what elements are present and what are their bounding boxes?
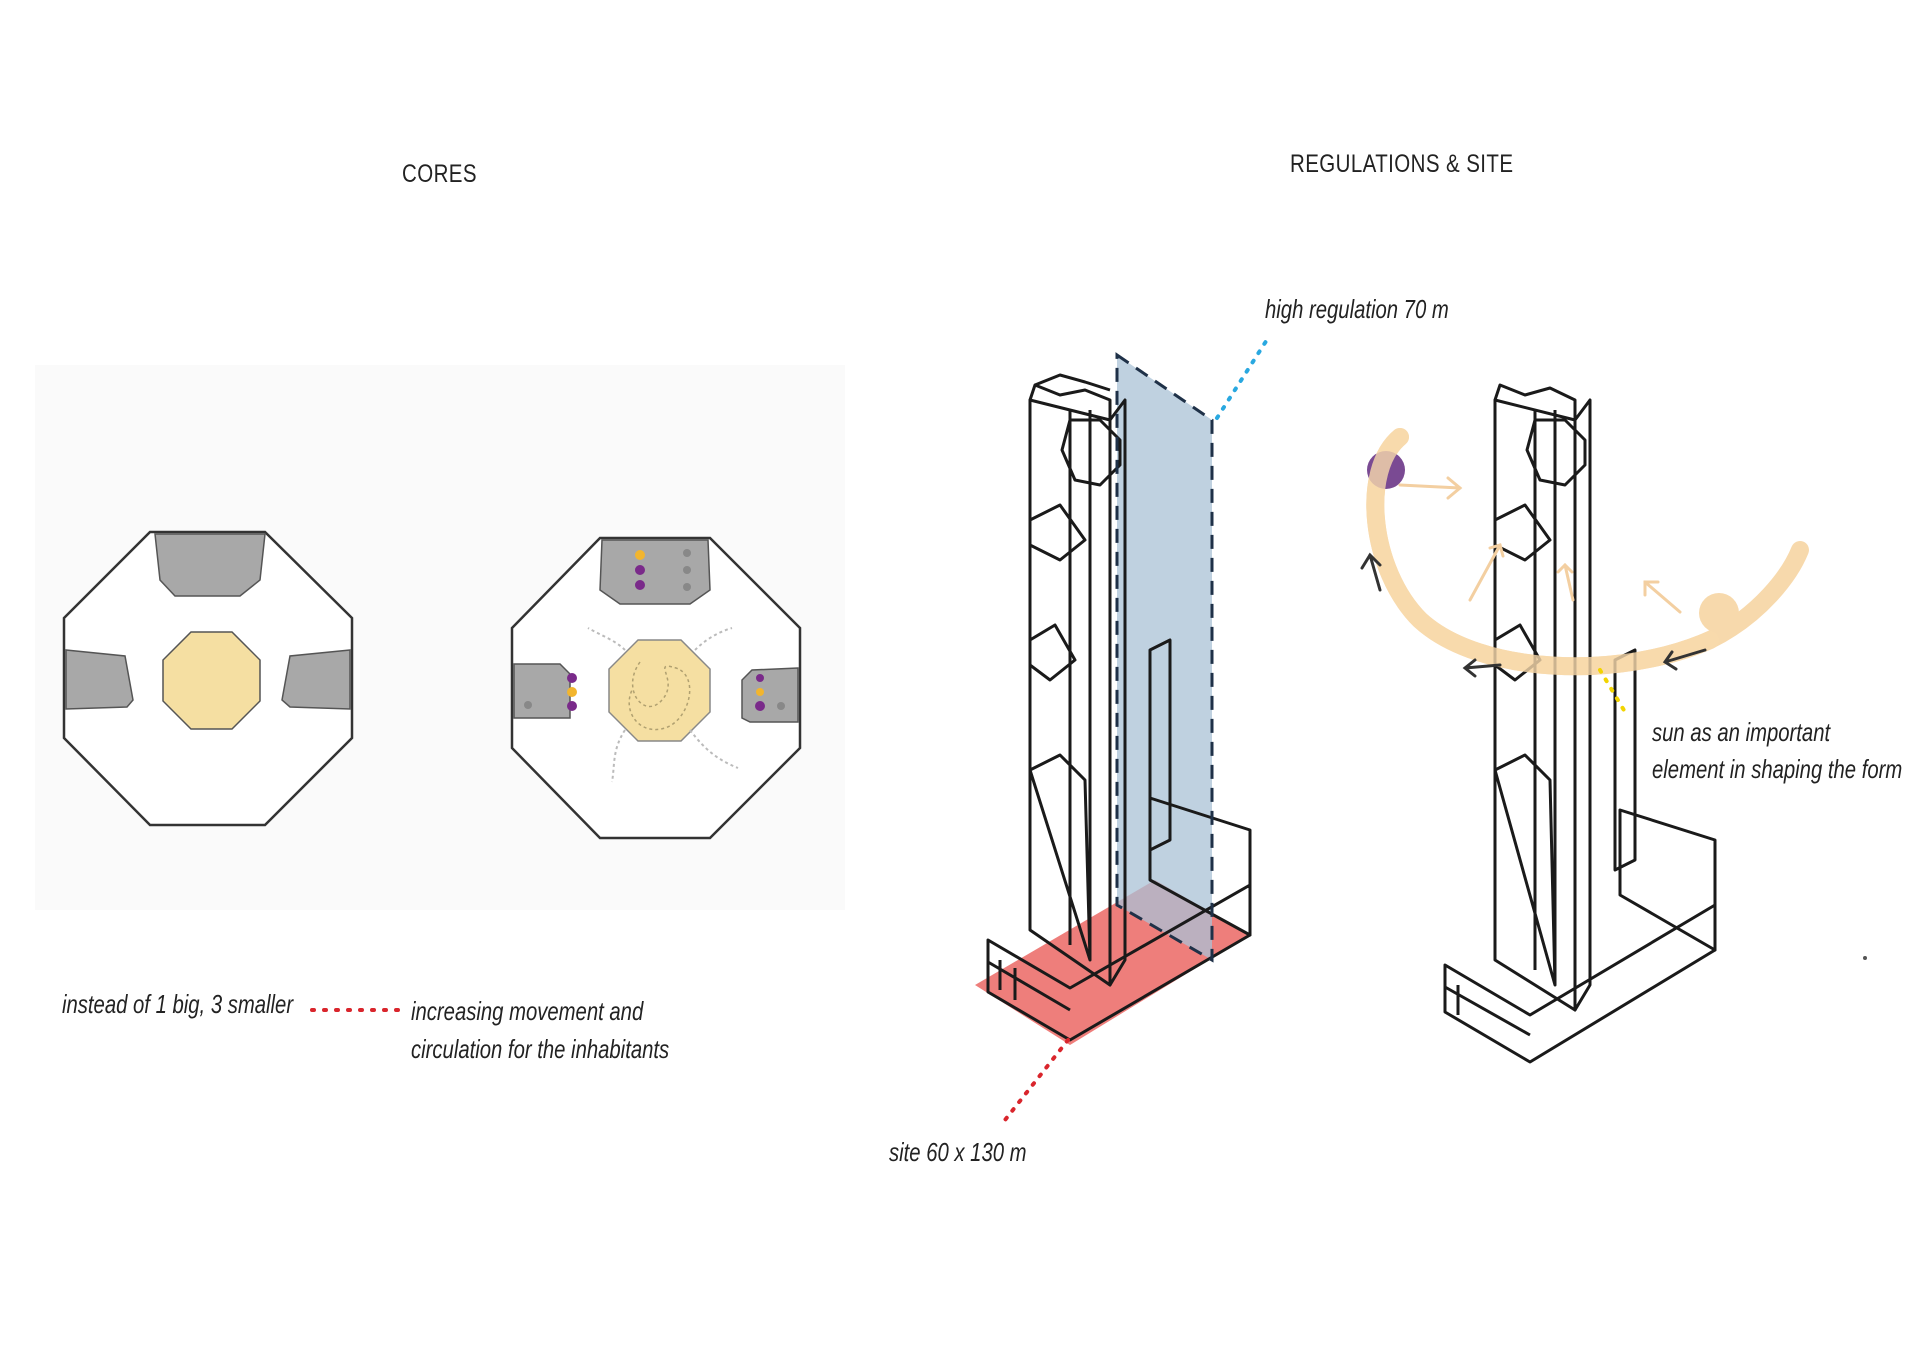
stair-dot [683, 566, 691, 574]
stray-mark [1863, 956, 1867, 960]
core-top-1 [154, 533, 266, 597]
elevator-dot [567, 687, 577, 697]
elevator-dot [635, 550, 645, 560]
regulations-heading: REGULATIONS & SITE [1290, 150, 1514, 178]
tower-2-outline [1443, 383, 1717, 1064]
elevator-dot [567, 701, 577, 711]
elevator-dot [755, 701, 765, 711]
instead-annotation: instead of 1 big, 3 smaller [62, 989, 294, 1019]
elevator-dot [756, 688, 764, 696]
stair-dot [777, 702, 785, 710]
core-plan-triple [510, 536, 802, 840]
elevator-dot [635, 565, 645, 575]
tower-1-outline [986, 373, 1252, 1042]
sun-position-marker [1699, 593, 1739, 633]
elevator-dot [635, 580, 645, 590]
regulation-plane-outline [1115, 352, 1214, 963]
core-top-2 [599, 539, 711, 605]
tower-sun [1360, 383, 1809, 1064]
sun-leader-line [1598, 668, 1627, 714]
elevator-dot [567, 673, 577, 683]
core-plan-single [62, 530, 354, 827]
tower-regulation [975, 333, 1272, 1122]
central-core-2 [608, 639, 711, 742]
sun-path-front [1366, 428, 1719, 676]
regulation-leader-line [1215, 333, 1272, 420]
elevator-dot [756, 674, 764, 682]
high-regulation-annotation: high regulation 70 m [1265, 294, 1449, 324]
circulation-swirl [628, 661, 691, 731]
regulation-plane [1117, 355, 1212, 960]
core-left-1 [65, 649, 134, 710]
sun-annotation-line1: sun as an important [1652, 717, 1831, 747]
core-right-2 [741, 667, 799, 723]
sun-rays [1398, 476, 1682, 614]
stair-dot [524, 701, 532, 709]
core-left-2 [513, 663, 571, 719]
movement-annotation-line2: circulation for the inhabitants [411, 1034, 670, 1064]
site-leader-line [1003, 1038, 1070, 1122]
cores-heading: CORES [402, 160, 477, 188]
sun-direction-arrows [1360, 552, 1707, 678]
site-annotation: site 60 x 130 m [889, 1137, 1027, 1167]
sun-annotation-line2: element in shaping the form [1652, 754, 1903, 784]
central-core-1 [162, 631, 261, 730]
core-right-1 [281, 649, 351, 710]
movement-arrows [587, 627, 739, 783]
stair-dot [683, 549, 691, 557]
movement-annotation-line1: increasing movement and [411, 996, 644, 1026]
stair-dot [683, 583, 691, 591]
